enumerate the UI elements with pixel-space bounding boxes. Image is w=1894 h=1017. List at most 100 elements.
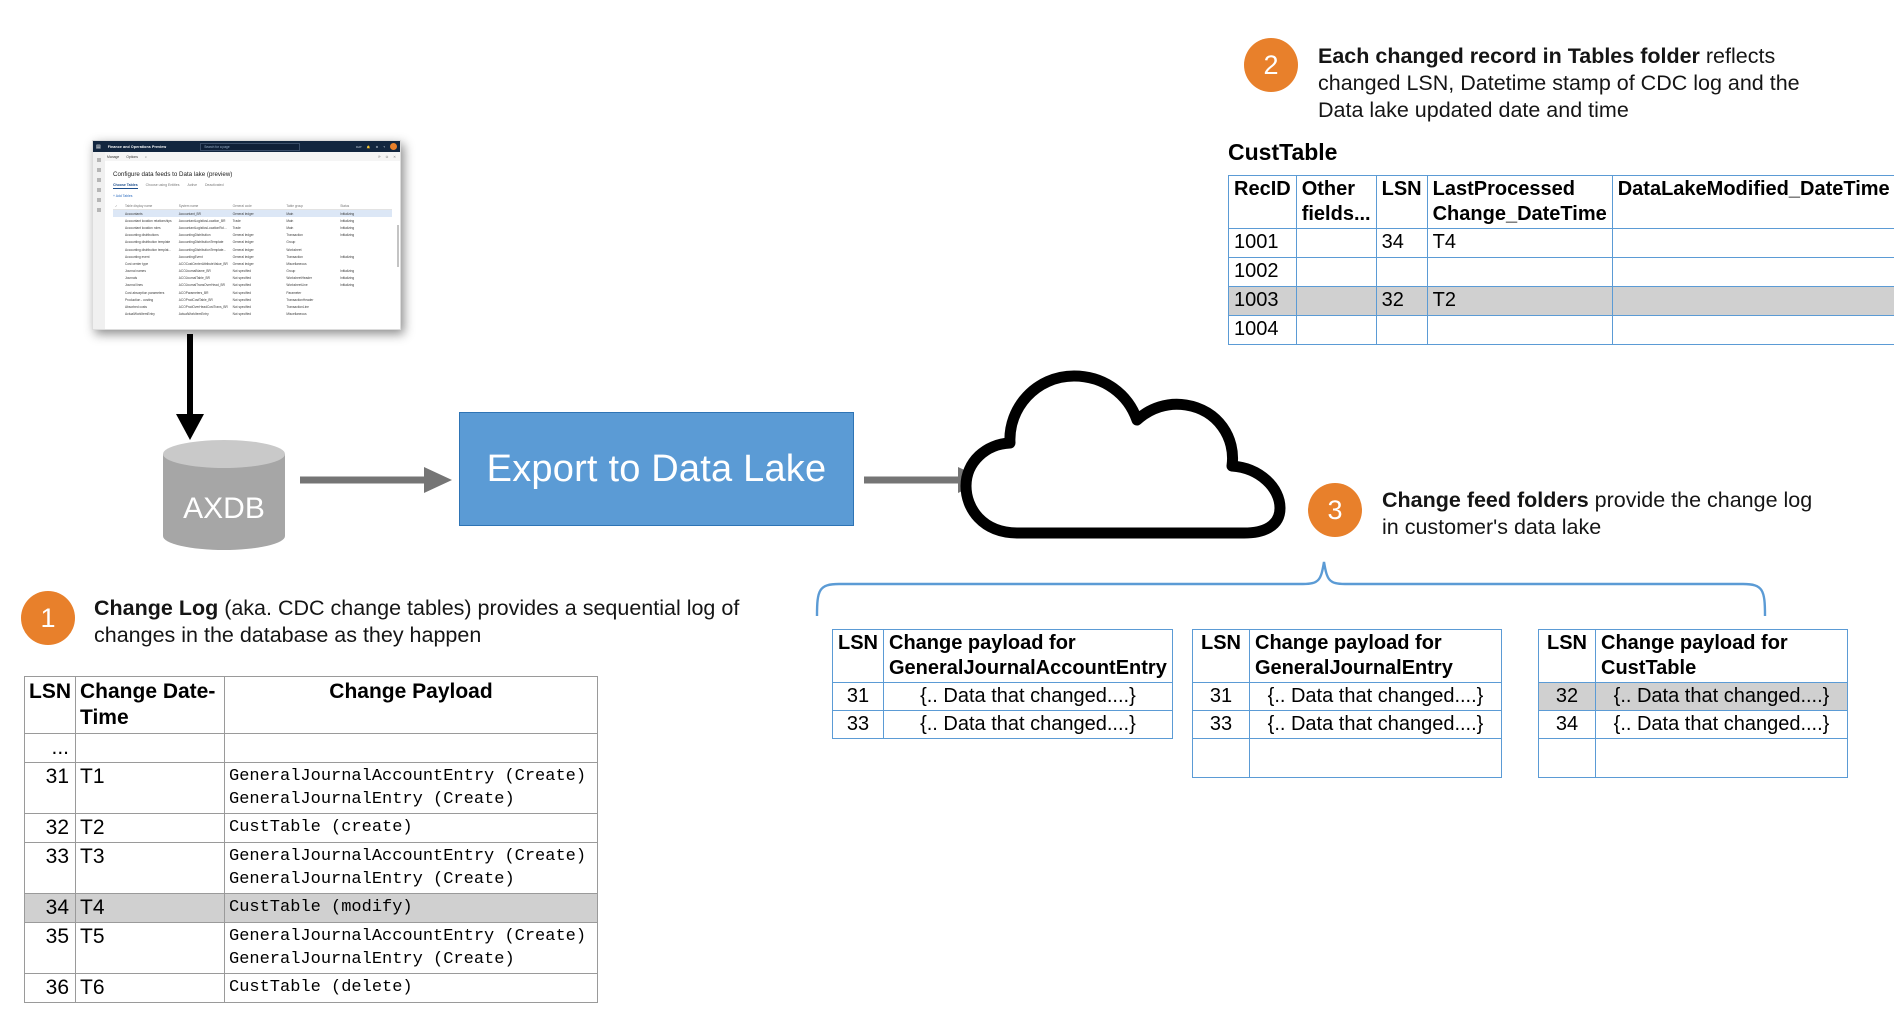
change-log-header-row: LSN Change Date-Time Change Payload	[24, 676, 598, 734]
row-checkbox[interactable]	[113, 275, 123, 282]
table-cell: AccountingDistributionTemplate	[178, 240, 224, 245]
rail-icon-recent[interactable]	[97, 188, 101, 192]
feed-cell-lsn: 31	[1192, 682, 1250, 711]
rail-icon-home[interactable]	[97, 168, 101, 172]
table-cell: AccountantLogisticsLocation_BR	[178, 218, 226, 223]
row-checkbox[interactable]	[113, 239, 123, 246]
table-cell: Not specified	[232, 269, 252, 274]
table-row: 1002	[1228, 257, 1894, 287]
row-checkbox[interactable]	[113, 217, 123, 224]
help-icon[interactable]: ?	[383, 144, 385, 149]
export-to-data-lake-box[interactable]: Export to Data Lake	[459, 412, 854, 526]
tab-deactivated[interactable]: Deactivated	[205, 183, 224, 187]
custtable-col-recid: RecID	[1228, 175, 1297, 229]
feed-cell-lsn: 32	[1538, 682, 1596, 711]
table-cell: Initializing	[340, 233, 355, 238]
table-cell	[338, 289, 392, 296]
row-checkbox[interactable]	[113, 224, 123, 231]
thumbnail-grid: ✓ Table display name System name General…	[113, 202, 392, 318]
tab-active[interactable]: Active	[187, 183, 198, 187]
menu-item-options[interactable]: Options	[126, 154, 138, 159]
menu-item-manage[interactable]: Manage	[107, 154, 120, 159]
avatar[interactable]	[390, 143, 397, 150]
changelog-cell-lsn: 33	[24, 842, 76, 894]
popout-icon[interactable]: ⧉	[385, 154, 389, 159]
bell-icon[interactable]: 🔔	[366, 144, 371, 149]
table-cell	[338, 246, 392, 253]
table-cell: Accountants	[123, 209, 177, 218]
table-cell	[1295, 228, 1377, 258]
row-checkbox[interactable]	[113, 296, 123, 303]
row-checkbox[interactable]	[113, 311, 123, 318]
row-checkbox[interactable]	[113, 268, 123, 275]
search-input[interactable]: Search for a page	[200, 142, 301, 151]
rail-icon-nav[interactable]	[97, 158, 101, 162]
feed1-col-lsn: LSN	[832, 629, 884, 683]
vertical-scrollbar[interactable]	[397, 225, 399, 267]
tab-choose-tables[interactable]: Choose Tables	[113, 183, 138, 189]
table-row: 34{.. Data that changed....}	[1538, 710, 1848, 739]
table-row: ...	[24, 733, 598, 763]
feed-cell-payload: {.. Data that changed....}	[883, 682, 1173, 711]
gear-icon[interactable]: ⚙	[375, 144, 379, 149]
row-checkbox[interactable]	[113, 253, 123, 260]
list-item[interactable]: Accounting distribution templat...Accoun…	[113, 246, 392, 253]
table-cell: Group	[286, 269, 296, 274]
add-tables-button[interactable]: + Add Tables	[113, 194, 133, 198]
row-checkbox[interactable]	[113, 232, 123, 239]
search-icon[interactable]: ⌕	[144, 154, 147, 159]
callout-text-3: Change feed folders provide the change l…	[1382, 487, 1822, 541]
changelog-cell-payload: GeneralJournalAccountEntry (Create) Gene…	[224, 762, 598, 814]
table-cell: Not specified	[232, 290, 252, 295]
list-item[interactable]: Accounting distribution template Accounti…	[113, 239, 392, 246]
feed-cell-payload: {.. Data that changed....}	[1595, 710, 1848, 739]
col-table-display-name[interactable]: Table display name	[123, 202, 177, 210]
refresh-icon[interactable]: ⟳	[377, 154, 381, 159]
rail-icon-modules[interactable]	[97, 208, 101, 212]
row-checkbox[interactable]	[113, 289, 123, 296]
col-system-name[interactable]: System name	[176, 202, 231, 210]
row-checkbox[interactable]	[113, 282, 123, 289]
col-table-group[interactable]: Table group	[284, 202, 339, 210]
select-all-checkbox[interactable]: ✓	[113, 202, 123, 210]
table-cell: Initializing	[340, 269, 355, 274]
callout-text-1: Change Log (aka. CDC change tables) prov…	[94, 595, 784, 649]
rail-icon-workspaces[interactable]	[97, 198, 101, 202]
row-checkbox[interactable]	[113, 209, 123, 218]
feed-table-generaljournalentry: LSN Change payload for GeneralJournalEnt…	[1192, 629, 1502, 778]
table-cell: Initializing	[340, 225, 355, 230]
row-checkbox[interactable]	[113, 260, 123, 267]
table-cell: Accounting distribution template	[125, 240, 171, 245]
rail-icon-favorites[interactable]	[97, 178, 101, 182]
col-general-code[interactable]: General code	[230, 202, 285, 210]
row-checkbox[interactable]	[113, 246, 123, 253]
feed-cell-lsn	[1192, 738, 1250, 778]
table-row: 31{.. Data that changed....}	[832, 682, 1173, 711]
changelog-cell-payload	[224, 733, 598, 763]
table-row	[1538, 738, 1848, 778]
table-row: 31{.. Data that changed....}	[1192, 682, 1502, 711]
callout-badge-3: 3	[1308, 483, 1362, 537]
custtable-col-lsn: LSN	[1375, 175, 1428, 229]
col-status[interactable]: Status	[338, 202, 392, 210]
row-checkbox[interactable]	[113, 303, 123, 310]
table-cell	[1611, 228, 1894, 258]
tab-choose-using-entities[interactable]: Choose using Entities	[145, 183, 180, 187]
callout-text-3-bold: Change feed folders	[1382, 488, 1589, 512]
close-icon[interactable]: ✕	[393, 154, 396, 159]
